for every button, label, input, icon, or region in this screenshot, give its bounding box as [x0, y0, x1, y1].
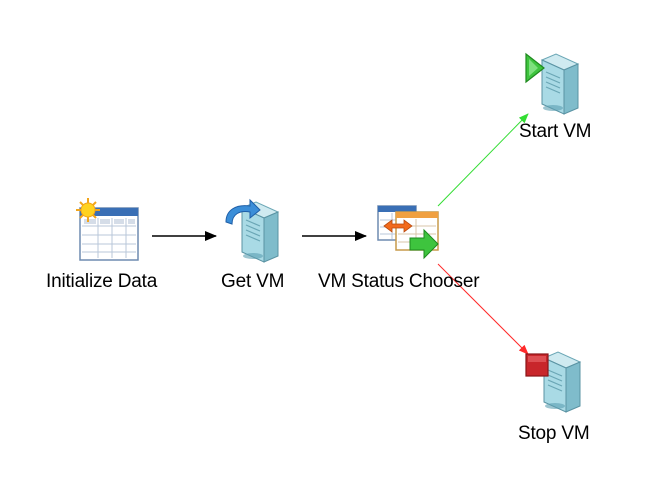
server-refresh-icon — [225, 198, 280, 263]
node-initialize-data[interactable] — [76, 198, 142, 262]
table-sun-icon — [76, 198, 139, 261]
node-label-stop-vm: Stop VM — [518, 423, 590, 444]
link-chooser-to-stopvm[interactable] — [437, 263, 529, 355]
node-label-initialize-data: Initialize Data — [46, 271, 158, 292]
node-get-vm[interactable] — [222, 198, 284, 264]
node-label-vm-status-chooser: VM Status Chooser — [318, 271, 480, 292]
node-start-vm[interactable] — [522, 50, 584, 116]
chooser-icon — [377, 205, 439, 260]
node-label-get-vm: Get VM — [221, 271, 285, 292]
server-play-icon — [525, 52, 580, 115]
node-label-start-vm: Start VM — [519, 121, 592, 142]
server-stop-icon — [525, 351, 582, 413]
node-stop-vm[interactable] — [524, 348, 586, 414]
link-chooser-to-startvm[interactable] — [437, 113, 529, 207]
node-vm-status-chooser[interactable] — [376, 200, 442, 262]
